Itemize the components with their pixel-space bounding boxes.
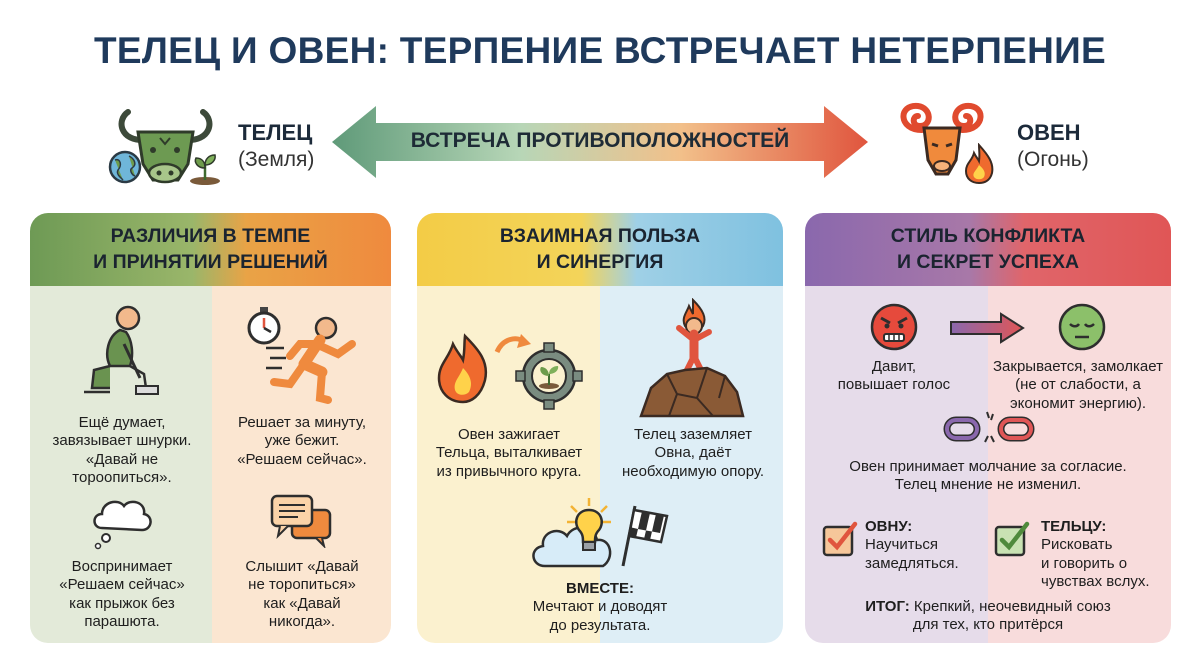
together-label: ВМЕСТЕ: <box>566 580 634 597</box>
synergy-panel-title-line1: ВЗАИМНАЯ ПОЛЬЗА <box>499 225 701 248</box>
synergy-panel-header: ВЗАИМНАЯ ПОЛЬЗА И СИНЕРГИЯ <box>417 213 783 286</box>
page-title: ТЕЛЕЦ И ОВЕН: ТЕРПЕНИЕ ВСТРЕЧАЕТ НЕТЕРПЕ… <box>94 30 1106 71</box>
meeting-label: ВСТРЕЧА ПРОТИВОПОЛОЖНОСТЕЙ <box>410 129 790 152</box>
conflict-panel: СТИЛЬ КОНФЛИКТА И СЕКРЕТ УСПЕХА <box>805 213 1171 643</box>
tempo-panel-header: РАЗЛИЧИЯ В ТЕМПЕ И ПРИНЯТИИ РЕШЕНИЙ <box>30 213 391 286</box>
thought-cloud-icon <box>88 494 154 550</box>
aries-hears-text: Слышит «Давай не торопиться» как «Давай … <box>245 558 359 630</box>
conflict-panel-header: СТИЛЬ КОНФЛИКТА И СЕКРЕТ УСПЕХА <box>805 213 1171 286</box>
aries-element: (Огонь) <box>1017 148 1089 171</box>
sprout-icon <box>188 150 222 186</box>
taurus-tip-label: ТЕЛЬЦУ: <box>1041 518 1107 535</box>
taurus-conflict-text: Закрывается, замолкает (не от слабости, … <box>993 358 1163 412</box>
conflict-panel-title-line1: СТИЛЬ КОНФЛИКТА <box>890 225 1086 248</box>
broken-chain-icon <box>941 408 1037 448</box>
aries-tempo-text: Решает за минуту, уже бежит. «Решаем сей… <box>237 414 367 468</box>
silence-text: Овен принимает молчание за согласие. Тел… <box>849 458 1127 494</box>
aries-tip: ОВНУ: Научиться замедляться. <box>865 518 985 573</box>
cloud-lightbulb-flag-icon <box>527 496 677 576</box>
right-arrow-icon <box>949 312 1025 344</box>
result-text: ИТОГ: Крепкий, неочевидный союз для тех,… <box>865 598 1111 634</box>
together-text: ВМЕСТЕ: Мечтают и доводят до результата. <box>500 580 700 635</box>
tempo-panel-title-line2: И ПРИНЯТИИ РЕШЕНИЙ <box>93 250 328 273</box>
result-label: ИТОГ: <box>865 598 910 615</box>
taurus-tip: ТЕЛЬЦУ: Рисковать и говорить о чувствах … <box>1041 518 1167 591</box>
bull-icon <box>108 98 223 190</box>
running-person-icon <box>264 314 360 408</box>
taurus-perceives-text: Воспринимает «Решаем сейчас» как прыжок … <box>59 558 185 630</box>
conflict-panel-title-line2: И СЕКРЕТ УСПЕХА <box>896 250 1080 273</box>
calm-face-icon <box>1057 302 1107 352</box>
chat-bubbles-icon <box>268 492 334 550</box>
ram-icon <box>892 100 992 184</box>
taurus-synergy-text: Телец заземляет Овна, даёт необходимую о… <box>621 426 765 480</box>
fire-to-gear-icon <box>431 326 591 410</box>
aries-synergy-text: Овен зажигает Тельца, выталкивает из при… <box>435 426 583 480</box>
taurus-tempo-text: Ещё думает, завязывает шнурки. «Давай не… <box>52 414 192 486</box>
tempo-panel-title-line1: РАЗЛИЧИЯ В ТЕМПЕ <box>110 225 311 248</box>
taurus-element: (Земля) <box>238 148 315 171</box>
tempo-differences-panel: РАЗЛИЧИЯ В ТЕМПЕ И ПРИНЯТИИ РЕШЕНИЙ Ещё … <box>30 213 391 643</box>
fire-person-on-rock-icon <box>637 297 747 420</box>
taurus-checkbox-icon <box>993 520 1031 558</box>
aries-name: ОВЕН <box>1017 120 1081 145</box>
taurus-name: ТЕЛЕЦ <box>238 120 313 145</box>
tying-shoes-person-icon <box>80 304 162 402</box>
double-arrow-icon: ВСТРЕЧА ПРОТИВОПОЛОЖНОСТЕЙ <box>332 106 868 178</box>
aries-tip-label: ОВНУ: <box>865 518 913 535</box>
stopwatch-icon <box>246 306 282 346</box>
angry-face-icon <box>869 302 919 352</box>
fire-icon <box>962 142 996 185</box>
synergy-panel-title-line2: И СИНЕРГИЯ <box>536 250 664 273</box>
aries-conflict-text: Давит, повышает голос <box>837 358 951 394</box>
synergy-panel: ВЗАИМНАЯ ПОЛЬЗА И СИНЕРГИЯ <box>417 213 783 643</box>
aries-checkbox-icon <box>821 520 859 558</box>
earth-globe-icon <box>108 150 142 184</box>
